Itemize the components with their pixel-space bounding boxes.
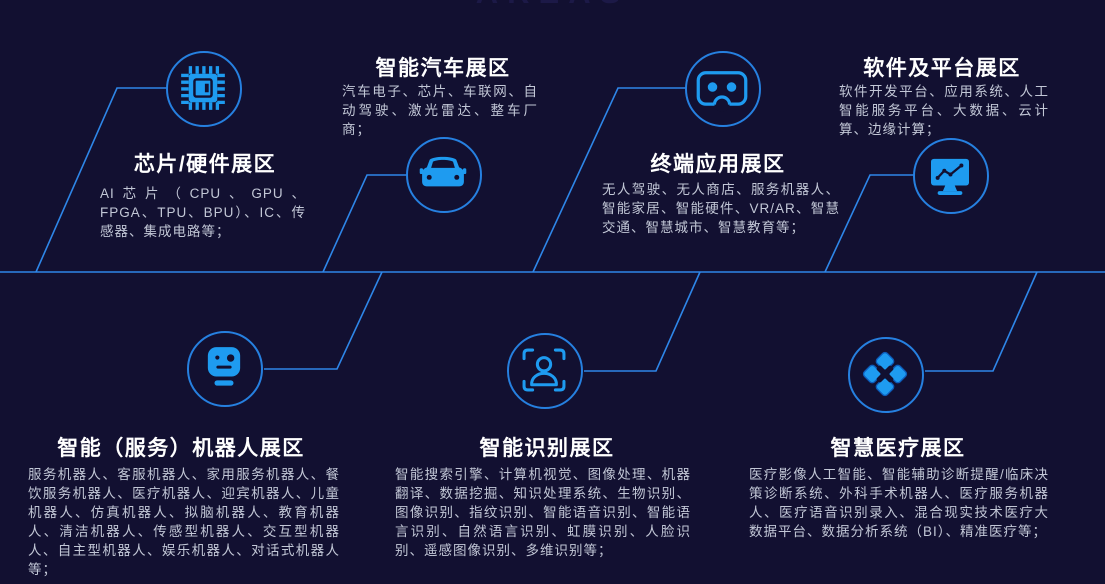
medical-cross-icon	[848, 337, 924, 413]
car-connector-line	[322, 174, 407, 273]
zone-description-intelligent-recognition: 智能搜索引擎、计算机视觉、图像处理、机器翻译、数据挖掘、知识处理系统、生物识别、…	[395, 467, 691, 558]
zone-title-software-platform: 软件及平台展区	[863, 57, 1021, 80]
zone-title-smart-medical: 智慧医疗展区	[830, 437, 966, 460]
zone-description-smart-car: 汽车电子、芯片、车联网、自动驾驶、激光雷达、整车厂商；	[342, 84, 538, 137]
zone-title-intelligent-recognition: 智能识别展区	[479, 437, 615, 460]
vr-goggles-icon	[685, 51, 761, 127]
face-recognition-icon	[507, 333, 583, 409]
face-connector-line	[584, 271, 701, 372]
zone-description-chip-hardware: AI芯片（CPU、GPU、FPGA、TPU、BPU）、IC、传感器、集成电路等；	[100, 186, 306, 239]
zone-title-smart-car: 智能汽车展区	[375, 57, 511, 80]
zone-description-software-platform: 软件开发平台、应用系统、人工智能服务平台、大数据、云计算、边缘计算；	[839, 84, 1049, 137]
car-icon	[406, 137, 482, 213]
zone-description-service-robot: 服务机器人、客服机器人、家用服务机器人、餐饮服务机器人、医疗机器人、迎宾机器人、…	[28, 467, 340, 577]
robot-icon	[187, 331, 263, 407]
zone-title-chip-hardware: 芯片/硬件展区	[133, 153, 277, 176]
monitor-connector-line	[824, 174, 914, 273]
medical-connector-line	[925, 271, 1038, 372]
zone-description-smart-medical: 医疗影像人工智能、智能辅助诊断提醒/临床决策诊断系统、外科手术机器人、医疗服务机…	[749, 467, 1049, 539]
chip-connector-line	[35, 87, 167, 273]
zone-title-terminal-application: 终端应用展区	[650, 153, 786, 176]
zone-title-service-robot: 智能（服务）机器人展区	[57, 437, 305, 460]
zone-description-terminal-application: 无人驾驶、无人商店、服务机器人、智能家居、智能硬件、VR/AR、智慧交通、智慧城…	[602, 182, 840, 235]
robot-connector-line	[264, 271, 383, 370]
monitor-chart-icon	[913, 138, 989, 214]
chip-icon	[166, 51, 242, 127]
vr-connector-line	[532, 87, 686, 273]
